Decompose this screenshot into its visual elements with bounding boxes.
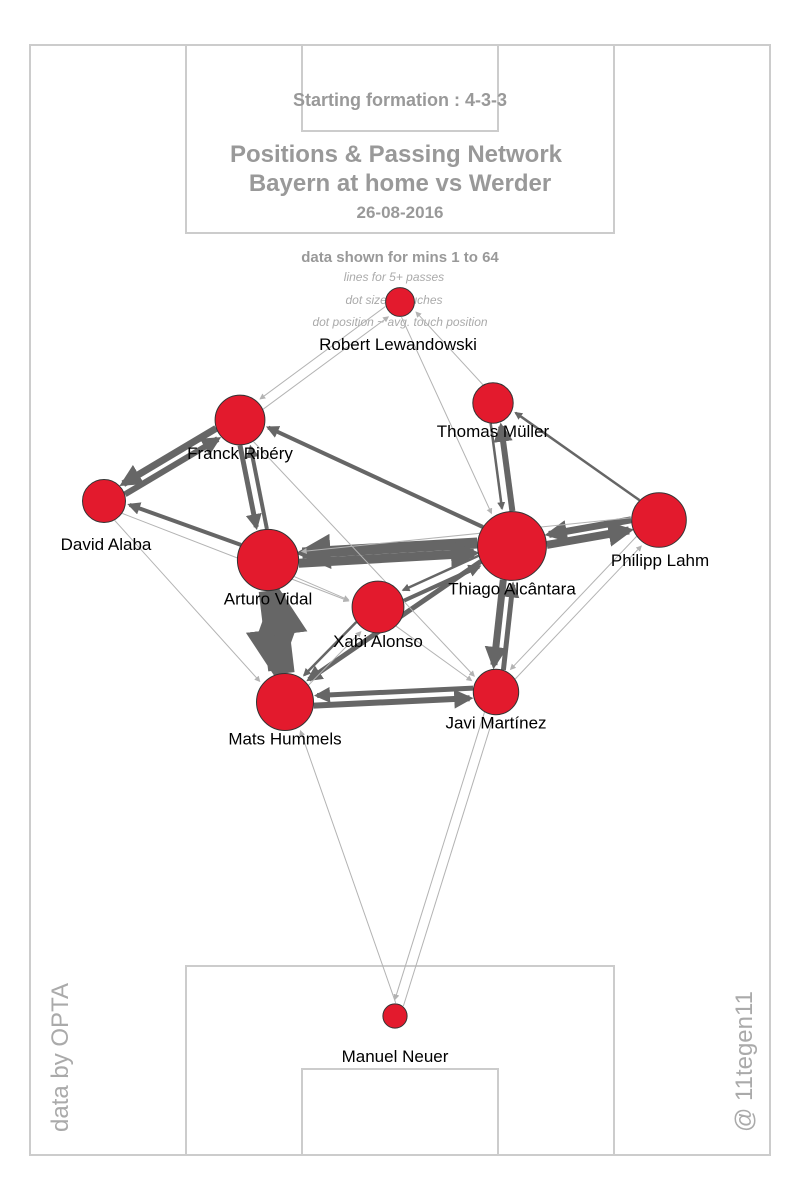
player-label-ribery: Franck Ribéry	[187, 444, 293, 463]
player-label-thiago: Thiago Alcântara	[448, 579, 576, 598]
pass-line-ribery-martinez	[253, 441, 475, 677]
pass-line-thiago-muller	[493, 422, 516, 512]
pass-line-martinez-thiago	[500, 581, 520, 671]
chart-title-line1: Positions & Passing Network	[230, 141, 563, 168]
pass-line-alonso-hummels	[302, 621, 358, 677]
pass-line-thiago-martinez	[484, 579, 507, 670]
bottom-goal-area	[301, 1068, 499, 1156]
pass-line-martinez-neuer	[393, 712, 485, 1001]
pass-line-alonso-thiago	[402, 564, 482, 603]
header: Starting formation : 4-3-3 Positions & P…	[230, 90, 563, 329]
player-node-thiago	[477, 511, 547, 581]
pass-line-hummels-vidal	[256, 583, 308, 675]
player-node-hummels	[256, 673, 314, 731]
pass-line-lahm-vidal	[300, 517, 632, 554]
pass-line-hummels-martinez	[313, 689, 474, 709]
credit-right: @ 11tegen11	[731, 991, 758, 1132]
pass-line-neuer-martinez	[402, 717, 495, 1007]
match-date: 26-08-2016	[357, 203, 444, 222]
pass-line-lewandowski-thiago	[401, 316, 493, 515]
player-node-vidal	[236, 528, 300, 592]
player-label-martinez: Javi Martínez	[445, 714, 546, 733]
pass-line-vidal-alonso	[294, 576, 350, 601]
player-node-muller	[472, 382, 514, 424]
pitch	[29, 44, 771, 1156]
pass-line-alonso-martinez	[395, 625, 473, 682]
credit-left: data by OPTA	[47, 983, 74, 1132]
pass-line-lahm-muller	[514, 411, 641, 502]
pass-line-alaba-alonso	[122, 512, 350, 602]
formation-label: Starting formation : 4-3-3	[293, 90, 507, 110]
data-window: data shown for mins 1 to 64	[301, 249, 499, 266]
player-node-lahm	[631, 492, 687, 548]
note-dot-position: dot position ~ avg. touch position	[312, 315, 487, 329]
player-node-martinez	[472, 668, 520, 716]
pass-line-lahm-martinez	[509, 536, 637, 671]
pass-line-hummels-alonso	[308, 631, 362, 686]
player-node-neuer	[382, 1003, 408, 1029]
player-label-lahm: Philipp Lahm	[611, 551, 709, 570]
player-label-neuer: Manuel Neuer	[342, 1047, 449, 1066]
pass-line-vidal-thiago	[298, 540, 480, 569]
pass-line-thiago-alonso	[401, 554, 480, 592]
top-goal-area	[301, 44, 499, 132]
pass-line-alaba-hummels	[114, 519, 261, 683]
pass-line-alaba-ribery	[123, 436, 222, 497]
player-label-hummels: Mats Hummels	[228, 729, 341, 748]
player-node-ribery	[214, 394, 266, 446]
pass-line-ribery-vidal	[237, 444, 262, 531]
player-label-vidal: Arturo Vidal	[224, 590, 313, 609]
player-label-muller: Thomas Müller	[437, 422, 550, 441]
pass-line-vidal-alaba	[127, 502, 242, 547]
pass-line-muller-thiago	[489, 423, 506, 511]
pass-line-thiago-ribery	[265, 425, 484, 529]
player-node-alaba	[82, 479, 126, 523]
player-label-alaba: David Alaba	[61, 535, 152, 554]
player-nodes	[82, 287, 687, 1029]
player-label-lewandowski: Robert Lewandowski	[319, 335, 477, 354]
chart-title-line2: Bayern at home vs Werder	[249, 170, 551, 197]
pass-line-martinez-hummels	[314, 685, 474, 703]
player-label-alonso: Xabi Alonso	[333, 632, 423, 651]
pass-lines	[114, 306, 642, 1007]
pass-line-martinez-lahm	[514, 545, 642, 680]
pass-line-thiago-vidal	[295, 533, 478, 569]
pass-line-ribery-lewandowski	[262, 316, 390, 410]
pass-line-muller-lewandowski	[415, 311, 484, 386]
note-lines: lines for 5+ passes	[344, 270, 444, 284]
player-node-lewandowski	[385, 287, 415, 317]
pass-line-lahm-thiago	[544, 516, 632, 543]
pass-line-vidal-ribery	[246, 444, 269, 530]
pass-line-lewandowski-ribery	[259, 306, 386, 400]
player-node-alonso	[351, 580, 405, 634]
pass-line-thiago-lahm	[546, 521, 635, 549]
pass-line-neuer-hummels	[299, 729, 397, 1004]
